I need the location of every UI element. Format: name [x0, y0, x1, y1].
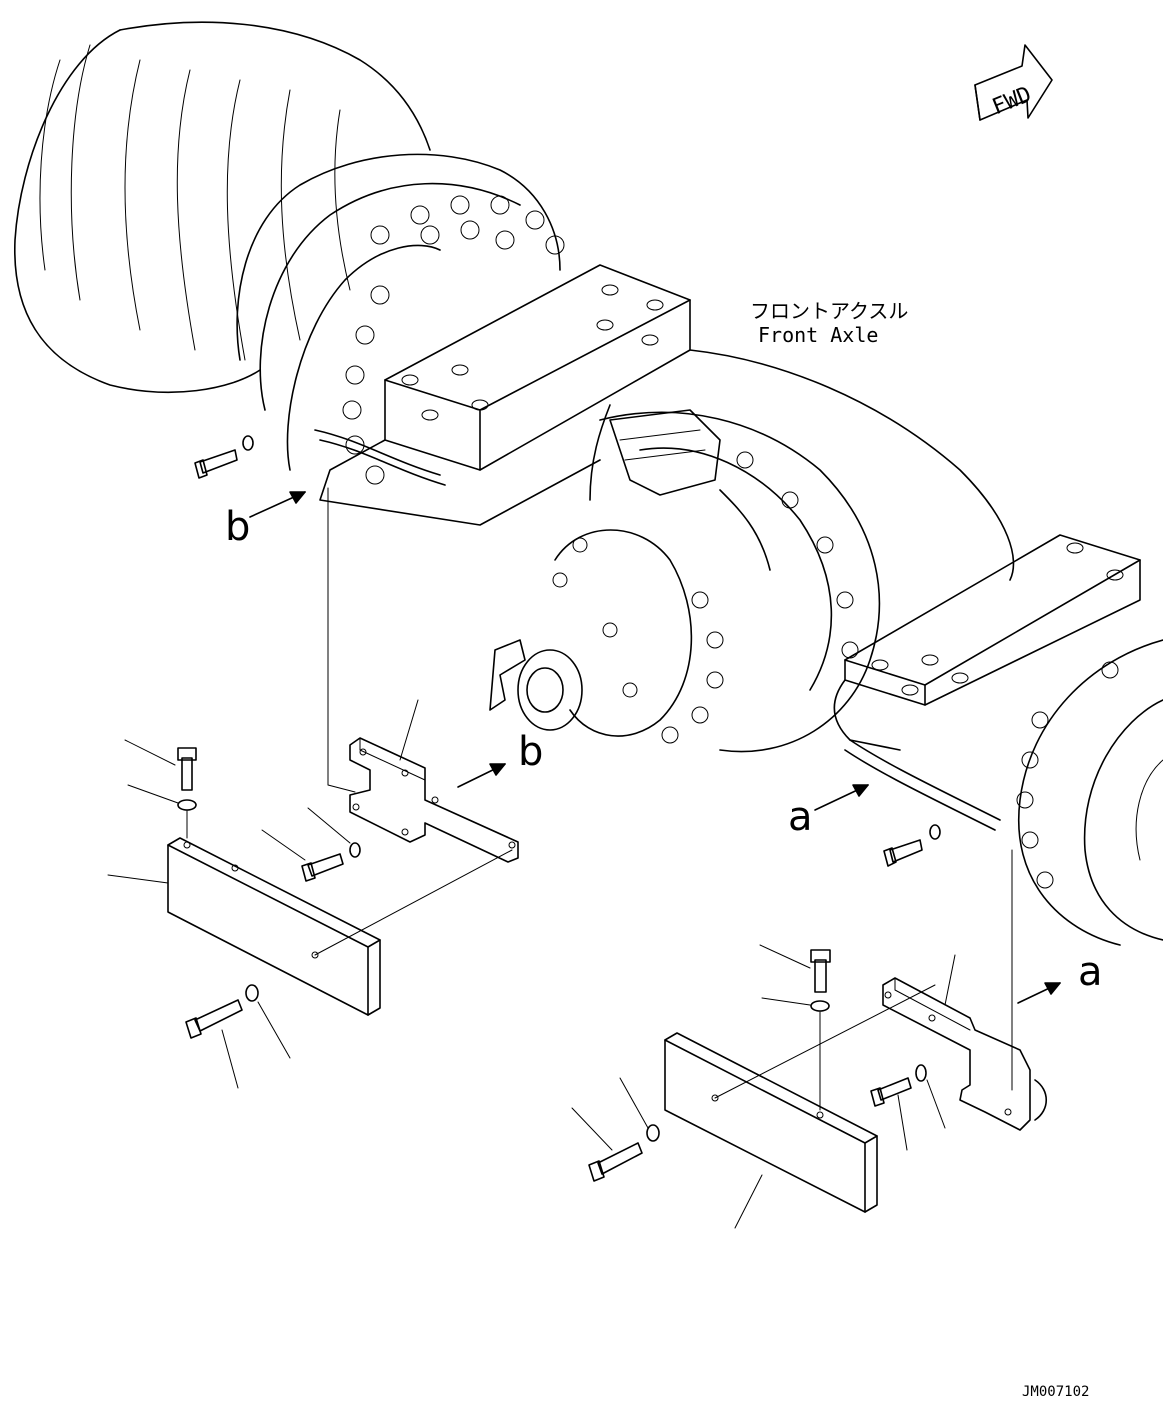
- leader-b-upper: b: [225, 491, 306, 550]
- right-bracket-bolt: [870, 1064, 946, 1151]
- differential-housing: [489, 349, 1015, 753]
- drawing-id: JM007102: [1022, 1384, 1089, 1400]
- right-guard-plate: [664, 984, 936, 1229]
- right-lower-bolt: [571, 1077, 660, 1182]
- ref-b-lower: b: [518, 729, 543, 775]
- front-axle-label-jp: フロントアクスル: [750, 299, 908, 323]
- right-bracket: [882, 954, 1048, 1131]
- ref-a-upper: a: [788, 794, 813, 840]
- axle-housing-right: [833, 534, 1141, 751]
- left-mount-bolt-upper: [194, 435, 254, 479]
- ref-a-lower: a: [1078, 949, 1103, 995]
- left-guard-plate: [107, 837, 513, 1016]
- front-axle-label-en: Front Axle: [758, 323, 878, 347]
- right-vertical-bolt: [759, 944, 831, 1111]
- leader-b-lower: b: [457, 729, 543, 788]
- axle-housing-left: [319, 264, 691, 526]
- left-bracket-bolt: [261, 807, 361, 882]
- left-bracket: [349, 699, 519, 863]
- left-wheel-assembly: [14, 21, 565, 485]
- right-mount-bolt-upper: [883, 824, 941, 867]
- ref-b-upper: b: [225, 504, 250, 550]
- leader-a-upper: a: [788, 784, 869, 840]
- leader-a-lower: a: [1017, 949, 1103, 1004]
- left-lower-bolt: [185, 984, 291, 1089]
- assembly-line-b: [327, 487, 356, 793]
- front-axle-label-group: フロントアクスル Front Axle: [750, 299, 908, 347]
- fwd-direction-arrow: FWD: [974, 44, 1053, 121]
- brake-lines: [314, 404, 1001, 831]
- right-wheel-assembly: [1016, 639, 1163, 946]
- left-vertical-bolt: [124, 739, 197, 839]
